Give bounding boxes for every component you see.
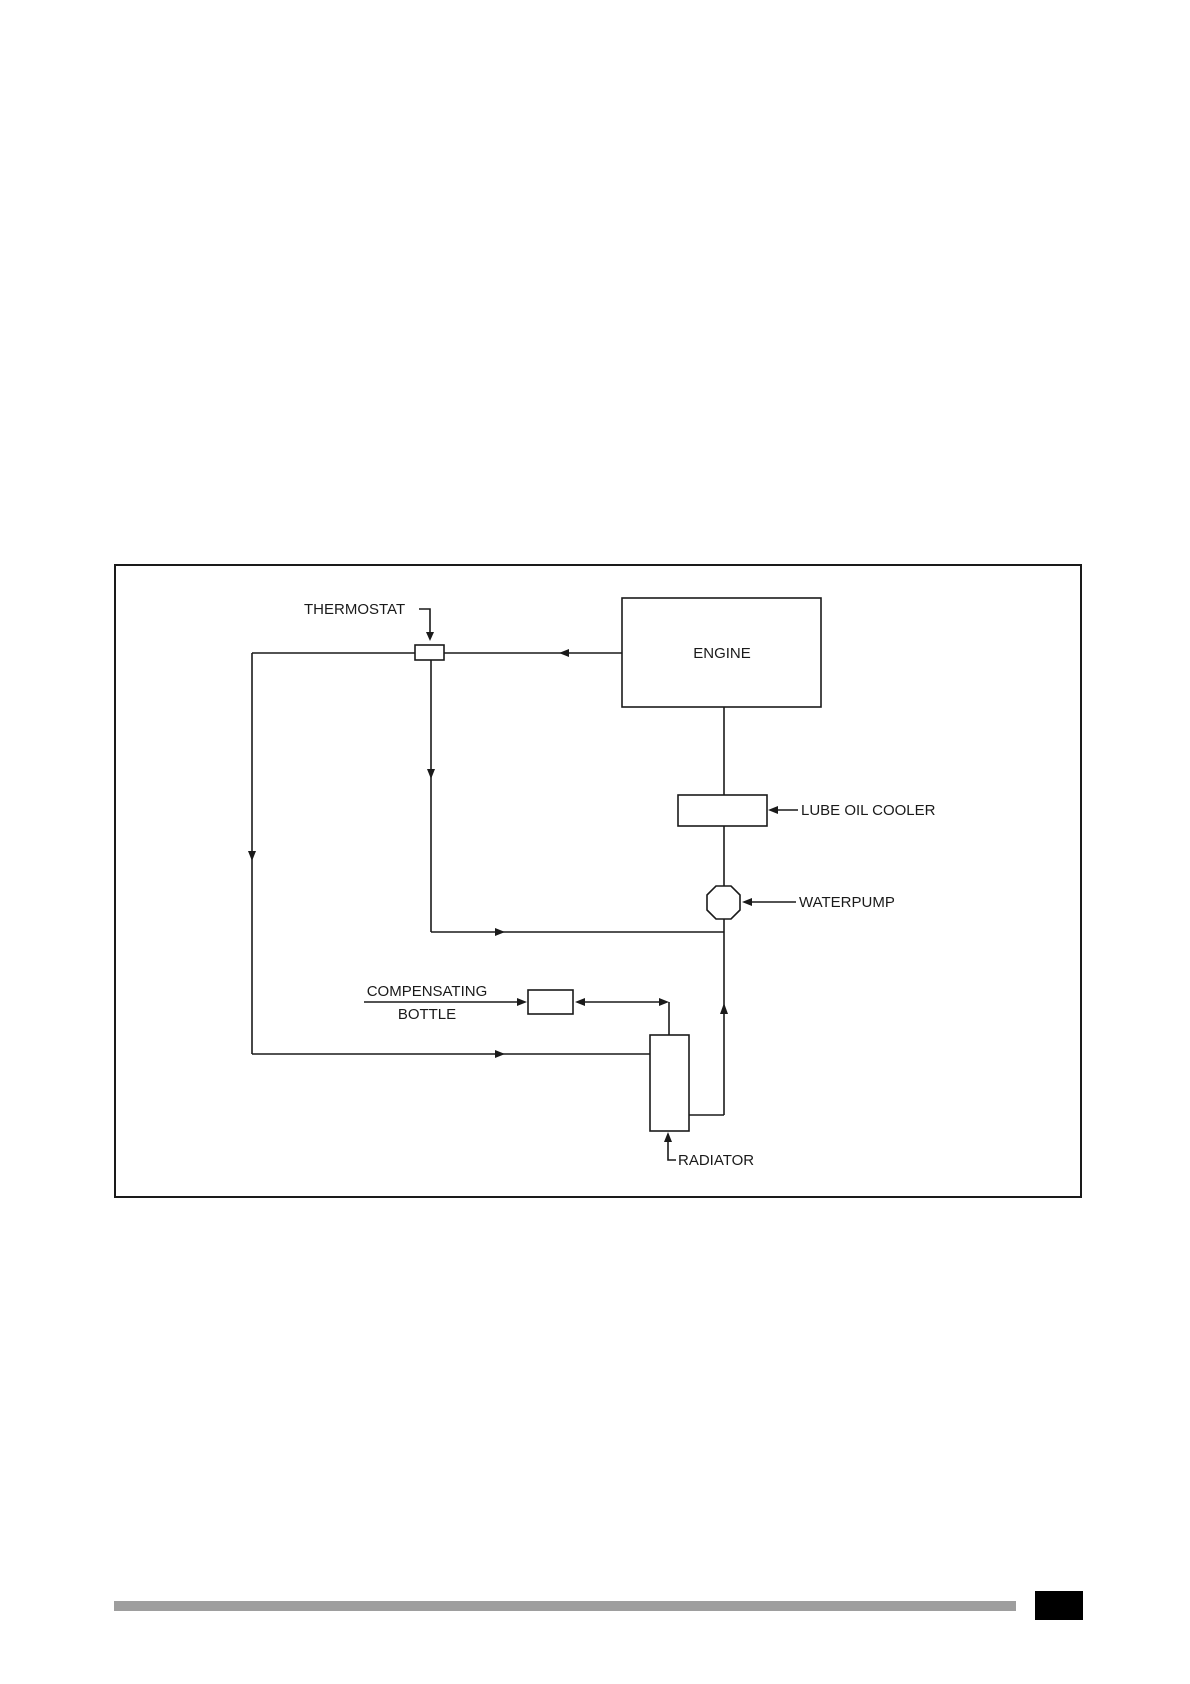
radiator-callout-tail (668, 1157, 676, 1160)
lube-oil-cooler-label: LUBE OIL COOLER (801, 802, 936, 819)
lube-oil-cooler-box (678, 795, 767, 826)
flow-arrow-left-engine-outlet (559, 649, 569, 657)
thermostat-callout-arrow (426, 632, 434, 641)
flow-arrow-up-radiator-return (720, 1003, 728, 1014)
waterpump-label: WATERPUMP (799, 894, 895, 911)
waterpump-icon (707, 886, 740, 919)
waterpump-callout-arrow (742, 898, 752, 906)
thermostat-box (415, 645, 444, 660)
compensating-bottle-box (528, 990, 573, 1014)
footer-bar (114, 1601, 1016, 1611)
thermostat-label: THERMOSTAT (304, 601, 405, 618)
compensating-bottle-label-line1: COMPENSATING (367, 983, 488, 1000)
radiator-label: RADIATOR (678, 1152, 754, 1169)
flow-arrow-right-bypass (495, 928, 505, 936)
flow-arrow-right-bottle (659, 998, 669, 1006)
engine-label: ENGINE (693, 645, 751, 662)
flow-arrow-down-outer-loop (248, 851, 256, 861)
flow-arrow-right-radiator-inlet (495, 1050, 505, 1058)
flow-arrow-left-bottle (575, 998, 585, 1006)
radiator-box (650, 1035, 689, 1131)
thermostat-callout-line (419, 609, 430, 634)
compensating-bottle-callout-arrow (517, 998, 527, 1006)
radiator-callout-arrow (664, 1132, 672, 1142)
flow-arrow-down-bypass (427, 769, 435, 779)
compensating-bottle-label-line2: BOTTLE (398, 1006, 456, 1023)
lube-oil-cooler-callout-arrow (768, 806, 778, 814)
footer-page-tab (1035, 1591, 1083, 1620)
